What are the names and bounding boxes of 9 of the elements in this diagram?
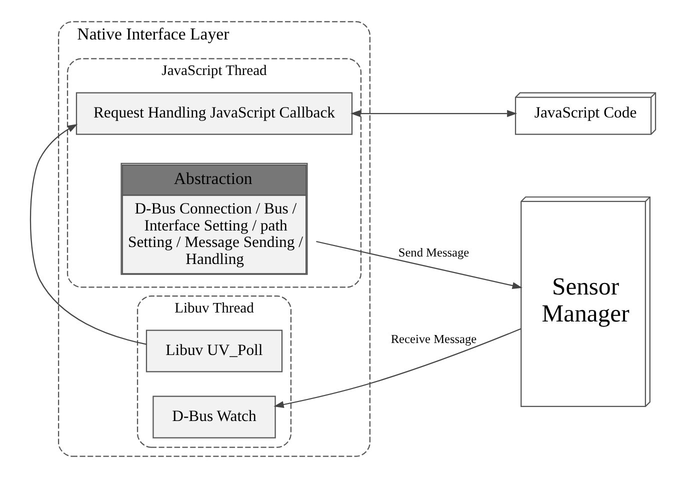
node-box: D-Bus Watch — [152, 396, 276, 438]
arrow — [274, 328, 522, 408]
node-box: Libuv UV_Poll — [146, 330, 283, 372]
arrow — [350, 110, 518, 118]
edge-label: Send Message — [398, 246, 470, 260]
arrow — [316, 240, 522, 290]
node-box: Request Handling JavaScript Callback — [76, 92, 353, 135]
arrow — [30, 124, 147, 345]
edge-label: Receive Message — [390, 332, 477, 346]
